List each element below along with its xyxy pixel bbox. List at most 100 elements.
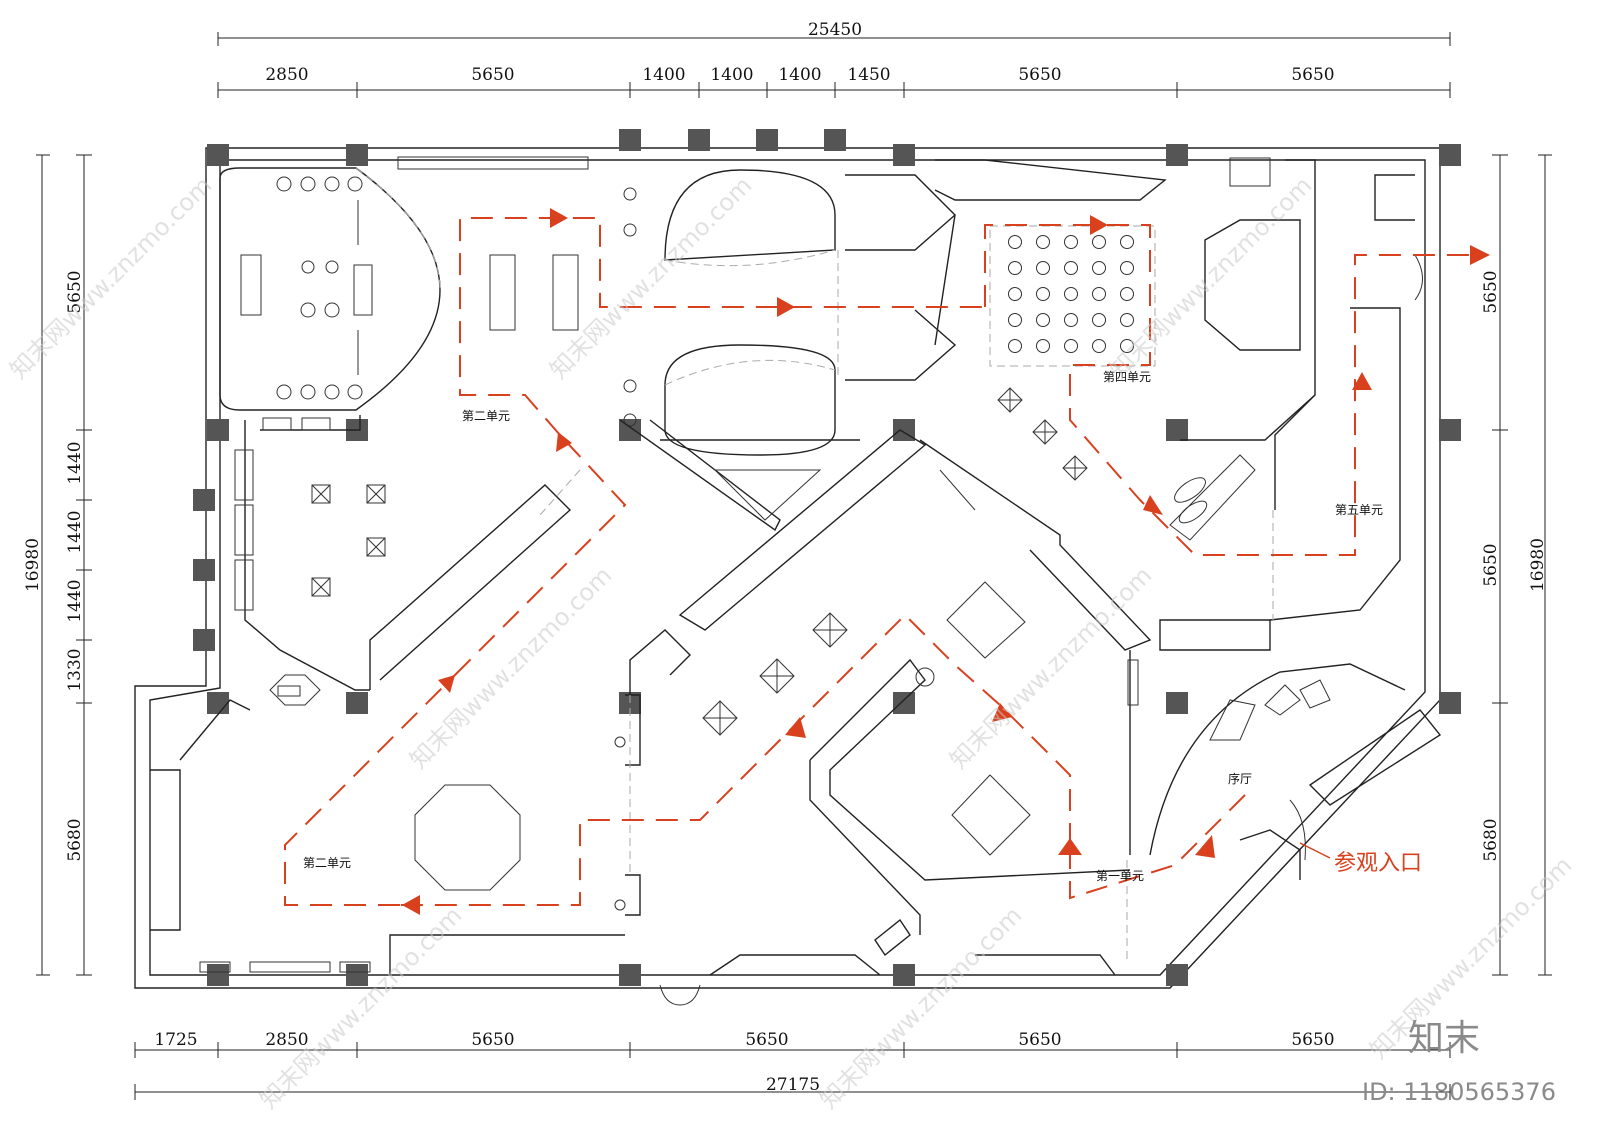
dim-top-seg-7: 5650 (1018, 65, 1061, 85)
seat (1120, 313, 1134, 327)
column (193, 489, 215, 511)
display-pedestal (759, 658, 795, 694)
dim-bottom-seg-4: 5650 (745, 1030, 788, 1050)
route-unit1-loop (400, 613, 1071, 906)
dim-bottom-seg-6: 5650 (1291, 1030, 1334, 1050)
display-pedestal (997, 387, 1023, 413)
label-unit1: 第一单元 (1096, 869, 1144, 883)
route-arrow-1 (1195, 835, 1215, 858)
interior-partitions (150, 156, 1442, 1006)
route-unit2-top (459, 217, 985, 436)
column (207, 964, 229, 986)
route-arrow-10 (1090, 215, 1108, 235)
route-arrow-9 (777, 297, 795, 317)
column (346, 692, 368, 714)
label-foyer: 序厅 (1228, 771, 1252, 786)
column (1439, 419, 1461, 441)
column (893, 692, 915, 714)
seat (1036, 339, 1050, 353)
column (619, 129, 641, 151)
dim-top-seg-5: 1400 (778, 65, 821, 85)
watermark-1: 知末网www.znzmo.com (4, 171, 217, 384)
seat (1036, 261, 1050, 275)
column (1166, 692, 1188, 714)
unit1-display-blocks (946, 454, 1256, 856)
entrance-pointer (1299, 842, 1331, 859)
image-id: ID: 1180565376 (1362, 1078, 1556, 1106)
seat (1064, 313, 1078, 327)
watermark-4: 知末网www.znzmo.com (404, 561, 617, 774)
dim-left-seg-2: 1440 (65, 441, 85, 484)
dim-top-seg-4: 1400 (710, 65, 753, 85)
route-arrow-13 (1470, 245, 1490, 265)
seat (1064, 287, 1078, 301)
route-arrow-4 (785, 717, 806, 738)
dim-left-seg-6: 5680 (65, 818, 85, 861)
seat (1064, 261, 1078, 275)
seat (1064, 339, 1078, 353)
dim-left-seg-4: 1440 (65, 579, 85, 622)
dim-bottom-seg-5: 5650 (1018, 1030, 1061, 1050)
label-unit5: 第五单元 (1335, 503, 1383, 517)
seat (1092, 261, 1106, 275)
left-room-crossed-boxes (311, 484, 386, 597)
dim-right-seg-1: 5650 (1481, 270, 1501, 313)
seat (1092, 313, 1106, 327)
column (1439, 692, 1461, 714)
dimension-lines (36, 32, 1552, 1100)
seat (1092, 287, 1106, 301)
watermark-3: 知末网www.znzmo.com (1104, 171, 1317, 384)
column (619, 419, 641, 441)
column (193, 559, 215, 581)
zone-boundaries (355, 167, 1274, 960)
seat (1036, 313, 1050, 327)
unit4-seating-grid (989, 225, 1156, 367)
outer-walls (134, 147, 1441, 989)
display-pedestal (1062, 455, 1088, 481)
dim-top-seg-1: 2850 (265, 65, 308, 85)
watermark-6: 知末网www.znzmo.com (254, 901, 467, 1114)
route-arrow-3 (992, 703, 1012, 722)
seat (1036, 235, 1050, 249)
dim-top-seg-2: 5650 (471, 65, 514, 85)
column (1439, 144, 1461, 166)
dim-left-total: 16980 (23, 538, 43, 592)
dim-left-seg-5: 1330 (65, 648, 85, 691)
seat (1064, 235, 1078, 249)
dim-right-seg-2: 5650 (1481, 543, 1501, 586)
dim-bottom-seg-3: 5650 (471, 1030, 514, 1050)
column (688, 129, 710, 151)
label-unit4: 第四单元 (1103, 370, 1151, 384)
seat (1120, 261, 1134, 275)
column (824, 129, 846, 151)
column (893, 964, 915, 986)
label-unit2-left: 第二单元 (303, 856, 351, 870)
seat (1008, 235, 1022, 249)
label-unit2-top: 第二单元 (462, 409, 510, 423)
seat (1092, 235, 1106, 249)
column (193, 629, 215, 651)
column (1166, 964, 1188, 986)
dim-bottom-seg-2: 2850 (265, 1030, 308, 1050)
dim-right-seg-3: 5680 (1481, 818, 1501, 861)
seat (1120, 287, 1134, 301)
visitor-route (284, 208, 1490, 915)
column (207, 692, 229, 714)
display-pedestals (702, 387, 1088, 736)
watermark-5: 知末网www.znzmo.com (944, 561, 1157, 774)
seat (1008, 313, 1022, 327)
column (1166, 144, 1188, 166)
seat (1092, 339, 1106, 353)
dim-top-seg-8: 5650 (1291, 65, 1334, 85)
route-unit2-bottom (284, 674, 456, 906)
route-arrow-2 (1058, 838, 1082, 855)
route-arrow-5 (402, 895, 420, 915)
entrance-label: 参观入口 (1334, 851, 1422, 876)
seat (1120, 339, 1134, 353)
seat (1008, 287, 1022, 301)
route-arrow-12 (1352, 372, 1372, 390)
dim-top-seg-3: 1400 (642, 65, 685, 85)
route-foyer-to-unit1 (1069, 794, 1246, 900)
dim-left-seg-3: 1440 (65, 510, 85, 553)
dim-top-total: 25450 (808, 20, 862, 40)
